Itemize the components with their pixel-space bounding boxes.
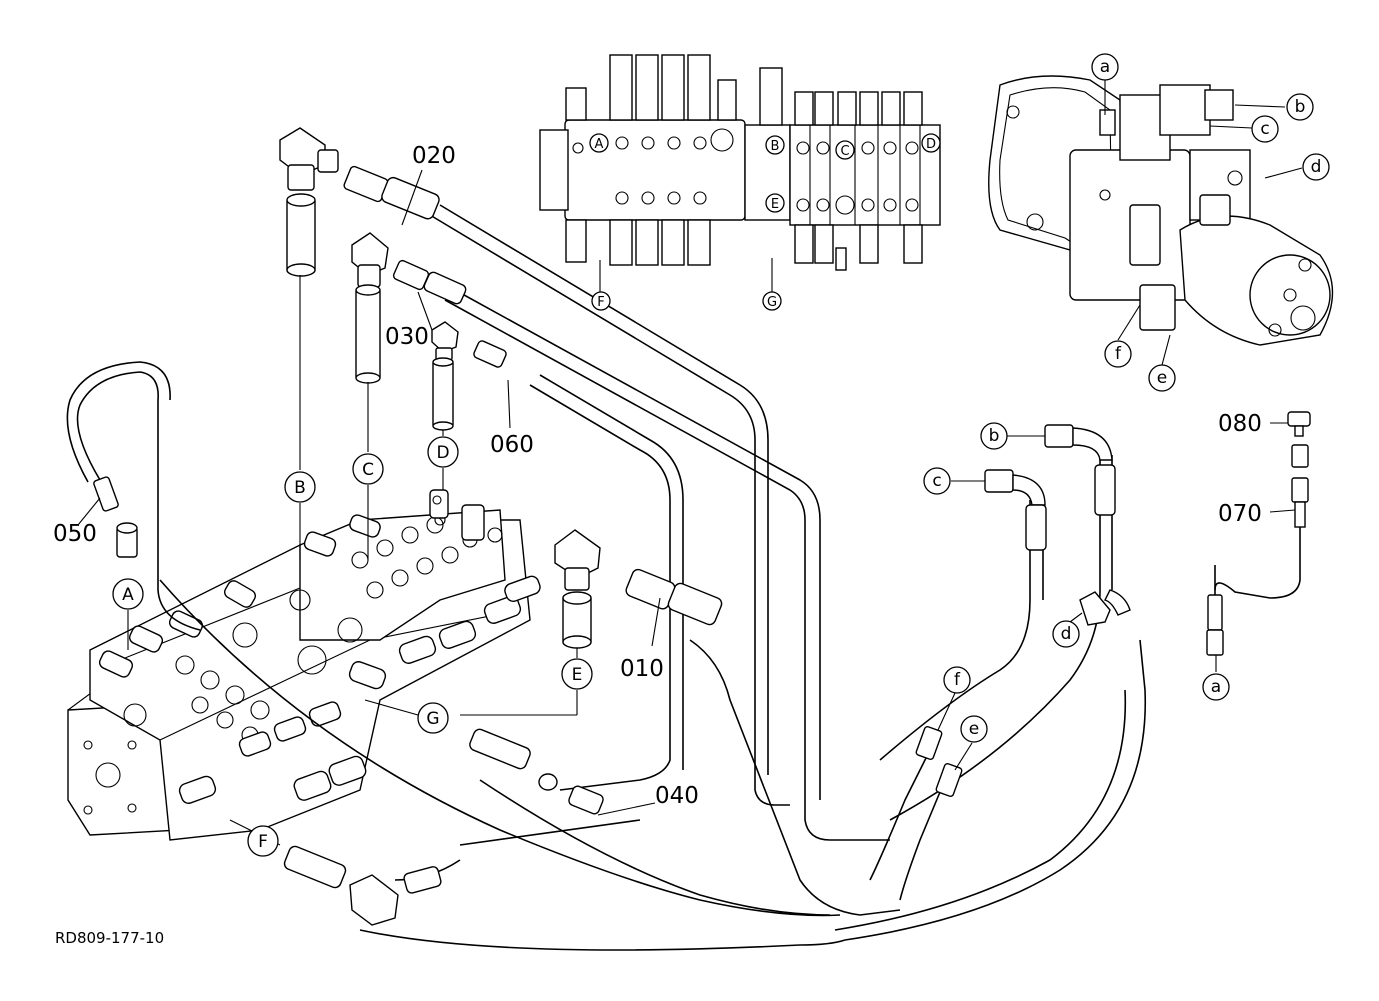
hose-callout-c: c: [923, 467, 951, 495]
svg-text:E: E: [771, 197, 779, 212]
port-callout-C: C: [352, 453, 384, 485]
part-label-020: 020: [412, 143, 456, 169]
top-view-callout-F: F: [591, 291, 611, 311]
svg-text:b: b: [989, 426, 1000, 446]
port-callout-D: D: [427, 436, 459, 468]
svg-text:B: B: [771, 139, 780, 154]
svg-text:a: a: [1211, 677, 1221, 697]
svg-text:A: A: [122, 585, 134, 605]
hose-callout-e: e: [960, 715, 988, 743]
main-control-valve: [67, 489, 541, 841]
hose-callout-f: f: [943, 666, 971, 694]
svg-text:c: c: [1260, 119, 1269, 139]
part-label-060: 060: [490, 432, 534, 458]
port-callout-B: B: [284, 471, 316, 503]
part-label-030: 030: [385, 324, 429, 350]
svg-text:F: F: [597, 295, 604, 310]
part-label-070: 070: [1218, 501, 1262, 527]
svg-text:c: c: [932, 471, 941, 491]
svg-text:D: D: [926, 137, 936, 152]
hydraulic-pump-assembly: [988, 75, 1334, 346]
pump-port-callouts: a b c d f e b c: [923, 53, 1330, 743]
port-callout-G: G: [417, 702, 449, 734]
hose-callout-a: a: [1202, 673, 1230, 701]
control-valve-top-view: [539, 54, 941, 292]
top-view-callout-B: B: [765, 135, 785, 155]
drawing-reference-number: RD809-177-10: [55, 929, 164, 947]
svg-text:d: d: [1311, 157, 1322, 177]
hose-callout-d: d: [1052, 620, 1080, 648]
port-callout-A: A: [112, 578, 144, 610]
port-callout-F: F: [247, 825, 279, 857]
pump-callout-a-top: a: [1091, 53, 1119, 81]
pump-callout-b-top: b: [1286, 93, 1314, 121]
svg-text:F: F: [258, 832, 268, 852]
svg-text:b: b: [1295, 97, 1306, 117]
hose-routing-lines: [66, 204, 1301, 951]
svg-text:E: E: [572, 665, 583, 685]
svg-text:D: D: [436, 443, 449, 463]
hose-callout-b: b: [980, 422, 1008, 450]
svg-text:e: e: [969, 719, 979, 739]
svg-text:C: C: [840, 144, 849, 159]
top-view-callout-A: A: [589, 133, 609, 153]
svg-text:B: B: [294, 478, 306, 498]
part-label-010: 010: [620, 656, 664, 682]
top-view-callout-E: E: [765, 193, 785, 213]
svg-text:f: f: [1115, 344, 1122, 364]
top-view-callout-G: G: [762, 291, 782, 311]
svg-text:A: A: [595, 137, 604, 152]
pump-callout-c-top: c: [1251, 115, 1279, 143]
valve-port-callouts: A B C D E F G A: [112, 133, 941, 857]
part-number-labels: 020 030 060 050 010 040 080 070: [53, 143, 1262, 809]
svg-text:C: C: [362, 460, 374, 480]
svg-text:G: G: [426, 709, 439, 729]
svg-text:a: a: [1100, 57, 1110, 77]
leader-lines: [77, 80, 1303, 846]
part-label-080: 080: [1218, 411, 1262, 437]
top-view-callout-D: D: [921, 133, 941, 153]
svg-text:f: f: [954, 670, 961, 690]
port-callout-E: E: [561, 658, 593, 690]
pump-callout-f-top: f: [1104, 340, 1132, 368]
svg-text:d: d: [1061, 624, 1072, 644]
svg-text:e: e: [1157, 368, 1167, 388]
svg-text:G: G: [767, 295, 777, 310]
part-label-050: 050: [53, 521, 97, 547]
top-view-callout-C: C: [835, 140, 855, 160]
part-label-040: 040: [655, 783, 699, 809]
pump-callout-e-top: e: [1148, 364, 1176, 392]
hose-fittings: [93, 127, 1311, 926]
pump-callout-d-top: d: [1302, 153, 1330, 181]
